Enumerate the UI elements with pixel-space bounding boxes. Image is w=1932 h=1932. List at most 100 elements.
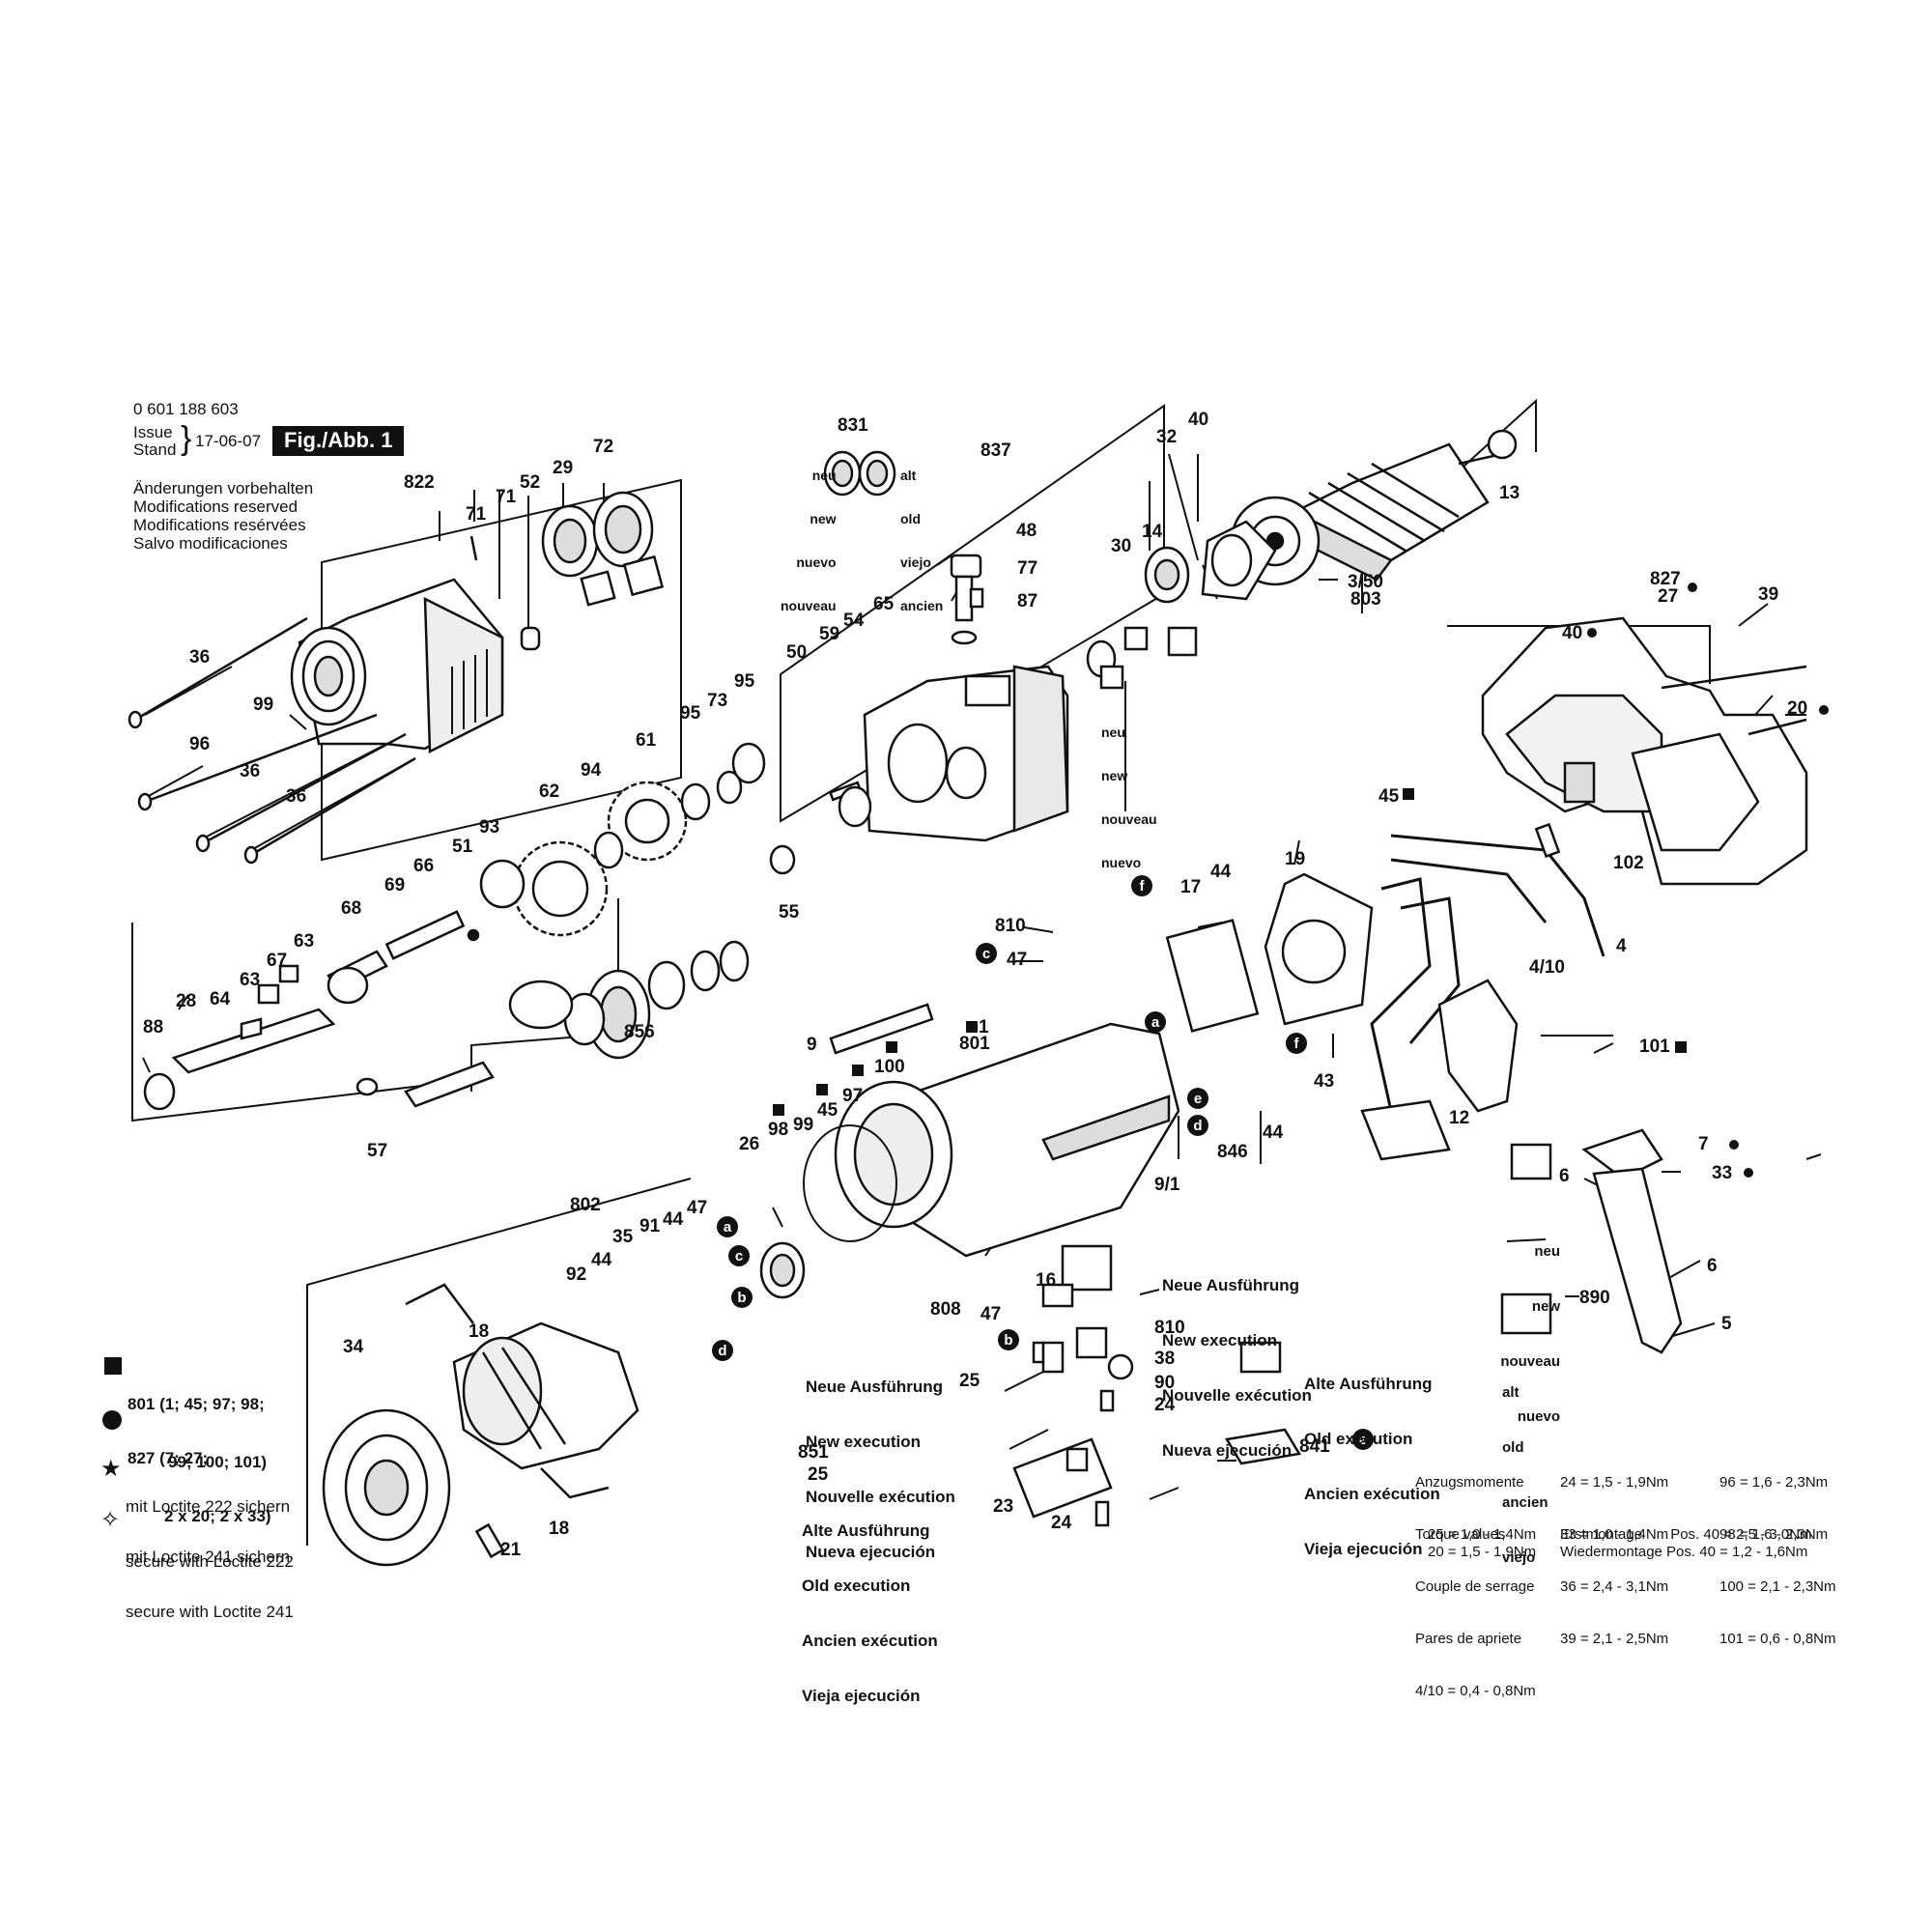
part-label: 43 [1314,1071,1334,1092]
part-label: 36 [240,761,260,781]
part-label: 77 [1017,558,1037,579]
part-label: 40 [1562,623,1582,643]
part-label: 24 [1154,1395,1176,1415]
note-line: nuevo [796,554,837,570]
note-line: viejo [1502,1549,1536,1566]
legend-line: secure with Loctite 222 [126,1552,294,1571]
torque-line: 4/10 = 0,4 - 0,8Nm [1415,1683,1536,1699]
part-label: 34 [343,1337,364,1357]
part-label: 810 [995,916,1026,936]
part-label: 101 [1639,1037,1670,1057]
part-label: 19 [1285,849,1305,869]
legend-loctite-241: mit Loctite 241 sichern secure with Loct… [126,1511,294,1639]
brush-holder-19 [1264,872,1374,1026]
note-line: old [900,511,921,526]
legend-line: 827 (7; 27; [128,1449,209,1467]
part-label: 9 [807,1035,817,1055]
part-label: 38 [1154,1349,1175,1369]
note-old-execution-motor: Alte Ausführung Old execution Ancien exé… [802,1485,938,1723]
note-line: Neue Ausführung [806,1378,943,1396]
torque-line: 96 = 1,6 - 2,3Nm [1719,1474,1829,1491]
part-label: 54 [843,611,865,631]
note-line: Nueva ejecución [1162,1441,1293,1460]
part-label: 9/1 [1154,1175,1180,1195]
marker-label: c [735,1248,743,1264]
part-label: 62 [539,781,559,802]
fan-guide-14 [1201,520,1277,601]
legend-square: 801 (1; 45; 97; 98; 99; 100; 101) [128,1356,267,1492]
part-label: 841 [1299,1436,1330,1457]
part-label: 50 [786,642,807,663]
note-line: New execution [806,1433,922,1451]
part-label: 63 [240,970,260,990]
part-label: 71 [496,487,517,507]
part-label: 44 [591,1250,612,1270]
note-line: Ancien exécution [802,1632,938,1650]
part-label: 20 [1787,698,1807,719]
part-label: 71 [466,504,487,525]
brush-holder-16 [1061,1244,1113,1292]
note-line: neu [1101,724,1125,740]
note-line: nouveau [1500,1353,1560,1370]
frame-gear-housing [321,478,682,862]
torque-header: Anzugsmomente Torque values Couple de se… [1415,1439,1536,1718]
torque-line: 100 = 2,1 - 2,3Nm [1719,1578,1836,1595]
legend-line: mit Loctite 222 sichern [126,1497,291,1516]
part-label: 44 [663,1209,684,1230]
part-label: 827 [1650,569,1681,589]
field-plate-99 [803,1124,897,1242]
part-label: 39 [1758,584,1778,605]
part-label: 17 [1180,877,1201,897]
part-label: 810 [1154,1318,1185,1338]
note-line: Alte Ausführung [1304,1375,1433,1393]
part-label: 63 [294,931,314,952]
part-label: 87 [1017,591,1037,611]
note-line: nuevo [1101,855,1142,870]
part-label: 68 [341,898,361,919]
note-new-execution-motor: Neue Ausführung New execution Nouvelle e… [806,1341,955,1579]
intermediate-flange [863,665,1069,842]
frame-handle-827 [1447,625,1711,684]
square-symbol-icon [104,1357,122,1375]
note-line: Neue Ausführung [1162,1276,1299,1294]
torque-row7b: Wiedermontage Pos. 40 = 1,2 - 1,6Nm [1560,1544,1808,1560]
marker-label: e [1359,1432,1367,1448]
note-line: Nueva ejecución [806,1543,936,1561]
part-label: 32 [1156,427,1177,447]
note-new-30: neu new nouveau nuevo [1101,696,1157,885]
open-star-symbol-icon: ✧ [100,1507,121,1533]
note-old-execution-brush: Alte Ausführung Old execution Ancien exé… [1304,1338,1440,1577]
note-line: new [1101,768,1128,783]
note-line: nouveau [781,598,837,613]
part-label: 45 [817,1100,838,1121]
switch-4 [1437,979,1519,1113]
torque-line: 101 = 0,6 - 0,8Nm [1719,1631,1836,1647]
note-line: viejo [900,554,931,570]
torque-row7a: 20 = 1,5 - 1,9Nm [1428,1544,1537,1560]
part-label: 69 [384,875,405,895]
modifications-fr: Modifications resérvées [133,516,306,534]
note-old-890: alt old ancien viejo [1502,1347,1548,1585]
part-label: 96 [189,734,210,754]
marker-label: d [718,1343,726,1359]
frame-motor-1 [306,1178,692,1546]
part-label: 5 [1721,1314,1732,1334]
part-label: 91 [639,1216,661,1236]
part-label: 26 [739,1134,759,1154]
motor-housing-801 [834,1022,1180,1258]
part-label: 44 [1263,1122,1284,1143]
part-label: 801 [959,1034,990,1054]
bearing-72 [592,491,654,568]
part-label: 21 [500,1540,522,1560]
handle-827 [1481,616,1808,886]
bearing-29 [541,504,599,578]
note-line: Old execution [802,1577,911,1595]
part-label: 29 [553,458,573,478]
part-label: 88 [143,1017,163,1037]
torque-row6b: Erstmontage Pos. 40 = 2,5 - 3,0Nm [1560,1526,1812,1543]
part-label: 55 [779,902,800,923]
shift-knob-48 [950,554,982,645]
part-label: 44 [1210,862,1232,882]
modifications-es: Salvo modificaciones [133,534,288,553]
gear-housing-822 [290,535,541,754]
